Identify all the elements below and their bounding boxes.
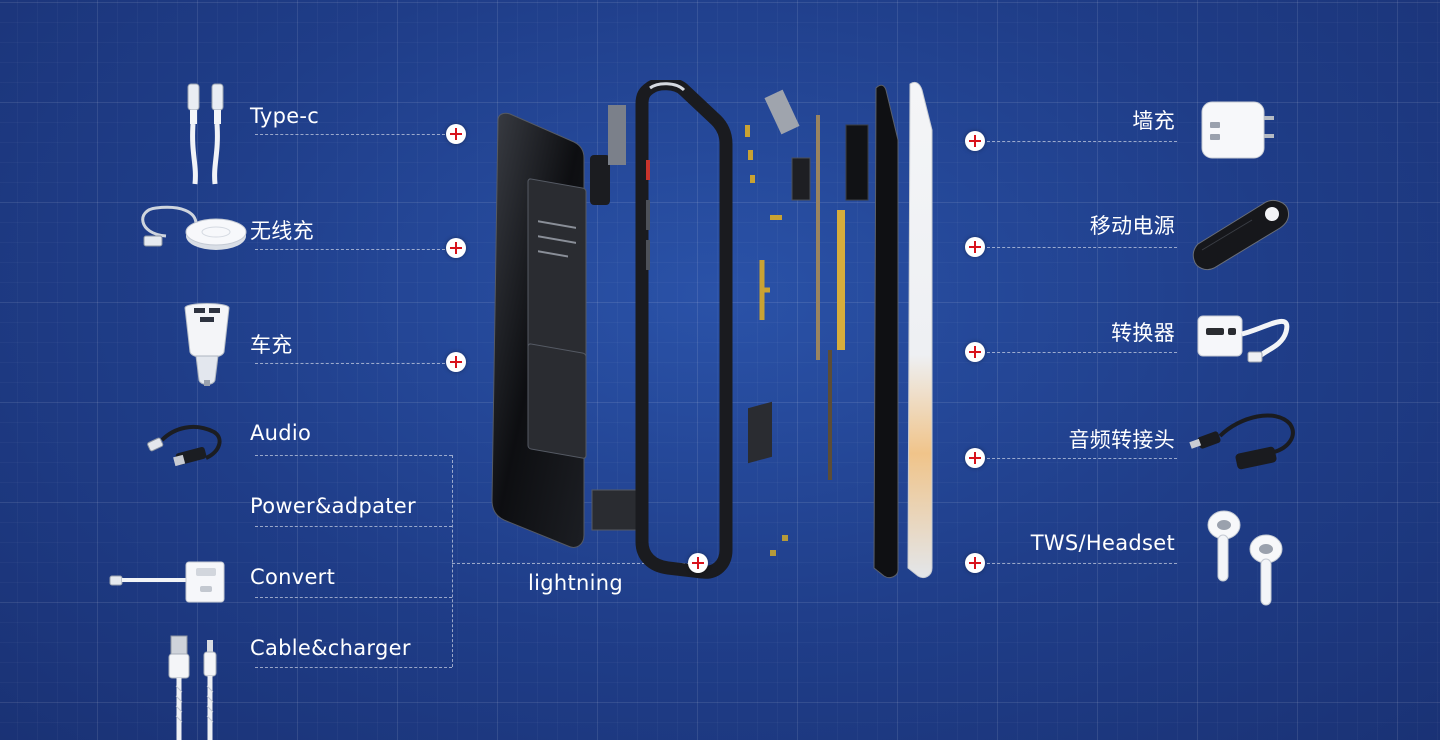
usb-lightning-cable-icon	[165, 634, 227, 740]
leader-line-car-charger	[255, 363, 445, 364]
item-label-tws-headset: TWS/Headset	[1030, 531, 1175, 555]
plus-icon-power-bank[interactable]	[965, 237, 985, 257]
leader-line-tws-headset	[987, 563, 1177, 564]
leader-line-audio-jack-adapter	[987, 458, 1177, 459]
converter-icon	[1196, 306, 1296, 372]
car-charger-icon	[182, 300, 232, 388]
item-label-cable-charger: Cable&charger	[250, 636, 411, 660]
plus-icon-converter[interactable]	[965, 342, 985, 362]
leader-line-power-adapter	[255, 526, 452, 527]
item-label-converter: 转换器	[1111, 321, 1175, 345]
plus-icon-tws-headset[interactable]	[965, 553, 985, 573]
leader-line-cable-charger	[255, 667, 452, 668]
item-label-wireless-charger: 无线充	[250, 219, 314, 243]
item-label-wall-charger: 墙充	[1132, 109, 1175, 133]
leader-line-audio	[255, 455, 452, 456]
audio-adapter-icon	[144, 418, 240, 476]
power-bank-icon	[1192, 198, 1292, 271]
earbuds-icon	[1204, 505, 1288, 607]
plus-icon-wall-charger[interactable]	[965, 131, 985, 151]
plus-icon-car-charger[interactable]	[446, 352, 466, 372]
leader-line-wireless-charger	[255, 249, 445, 250]
item-label-car-charger: 车充	[250, 333, 293, 357]
leader-line-power-bank	[987, 247, 1177, 248]
plus-icon-type-c[interactable]	[446, 124, 466, 144]
type-c-cable-icon	[183, 83, 233, 185]
exploded-phone-illustration	[480, 77, 950, 594]
plus-icon-audio-jack-adapter[interactable]	[965, 448, 985, 468]
center-label-lightning: lightning	[528, 571, 624, 595]
lightning-group-bracket	[452, 455, 453, 667]
wall-charger-icon	[1198, 98, 1278, 160]
leader-line-lightning	[452, 563, 690, 564]
item-label-audio: Audio	[250, 421, 312, 445]
leader-line-convert	[255, 597, 452, 598]
leader-line-wall-charger	[987, 141, 1177, 142]
wireless-charger-icon	[136, 200, 247, 256]
item-label-power-bank: 移动电源	[1089, 214, 1175, 238]
item-label-type-c: Type-c	[250, 104, 320, 128]
item-label-audio-jack-adapter: 音频转接头	[1068, 428, 1175, 452]
item-label-power-adapter: Power&adpater	[250, 494, 416, 518]
audio-jack-adapter-icon	[1189, 408, 1298, 474]
plus-icon-wireless-charger[interactable]	[446, 238, 466, 258]
plus-icon-lightning[interactable]	[688, 553, 708, 573]
convert-adapter-icon	[108, 560, 228, 604]
leader-line-converter	[987, 352, 1177, 353]
item-label-convert: Convert	[250, 565, 336, 589]
leader-line-type-c	[255, 134, 445, 135]
